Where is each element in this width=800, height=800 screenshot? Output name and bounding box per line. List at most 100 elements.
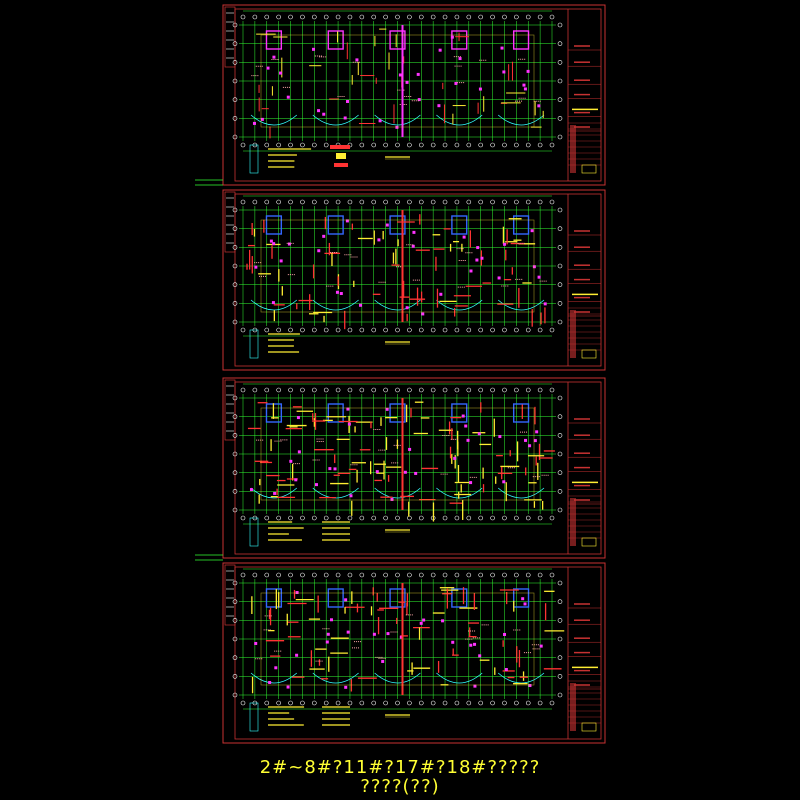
column-marker xyxy=(500,46,504,50)
axis-bubble-icon xyxy=(232,618,238,623)
drawing-sheet-1 xyxy=(222,4,606,186)
stair-core xyxy=(389,215,406,235)
column-marker xyxy=(272,55,276,59)
axis-bubble-icon xyxy=(502,199,507,205)
axis-bubble-icon xyxy=(371,700,377,706)
axis-bubble-icon xyxy=(557,41,563,46)
axis-bubble-icon xyxy=(454,327,460,333)
axis-bubble-icon xyxy=(490,327,495,333)
balcony-curve xyxy=(436,299,483,311)
axis-bubble-icon xyxy=(323,515,329,521)
axis-bubble-icon xyxy=(232,97,238,102)
axis-bubble-icon xyxy=(335,515,341,521)
axis-bubble-icon xyxy=(557,116,563,121)
column-marker xyxy=(347,422,351,426)
axis-bubble-icon xyxy=(276,14,281,20)
axis-bubble-icon xyxy=(371,387,377,393)
axis-bubble-icon xyxy=(312,199,317,205)
axis-bubble-icon xyxy=(490,387,495,393)
balcony-curve xyxy=(374,299,421,311)
axis-bubble-icon xyxy=(323,14,329,20)
column-marker xyxy=(478,654,482,658)
column-marker xyxy=(385,407,389,411)
axis-bubble-icon xyxy=(252,387,258,393)
axis-bubble-icon xyxy=(264,387,270,393)
column-marker xyxy=(403,470,407,474)
balcony-curve xyxy=(374,114,421,126)
axis-bubble-icon xyxy=(232,580,238,586)
axis-bubble-icon xyxy=(323,327,329,333)
stair-detail-part xyxy=(330,145,350,149)
column-marker xyxy=(523,602,527,606)
stair-core xyxy=(389,30,406,50)
axis-bubble-icon xyxy=(478,700,483,706)
column-marker xyxy=(419,621,423,625)
axis-bubble-icon xyxy=(371,572,377,578)
column-marker xyxy=(533,439,537,443)
axis-bubble-icon xyxy=(264,14,270,20)
axis-bubble-icon xyxy=(557,60,563,65)
balcony-curve xyxy=(312,299,359,311)
drawing-sheets xyxy=(195,4,606,744)
axis-bubble-icon xyxy=(300,142,305,148)
axis-bubble-icon xyxy=(300,387,305,393)
stair-core xyxy=(512,588,530,608)
axis-bubble-icon xyxy=(240,700,246,706)
axis-bubble-icon xyxy=(490,515,495,521)
column-marker xyxy=(377,238,381,242)
drawing-set-subtitle: ????(??) xyxy=(360,776,440,797)
column-marker xyxy=(398,73,402,77)
column-marker xyxy=(381,659,385,663)
column-marker xyxy=(287,242,291,246)
stamp-column xyxy=(570,310,576,358)
column-marker xyxy=(537,104,541,108)
column-marker xyxy=(535,430,539,434)
column-marker xyxy=(454,81,458,85)
axis-bubble-icon xyxy=(383,515,388,521)
axis-bubble-icon xyxy=(537,14,543,20)
column-marker xyxy=(532,265,536,269)
column-marker xyxy=(464,424,468,428)
axis-bubble-icon xyxy=(288,142,293,148)
column-marker xyxy=(412,230,416,234)
column-marker xyxy=(502,70,506,74)
axis-bubble-icon xyxy=(490,142,495,148)
axis-bubble-icon xyxy=(276,387,281,393)
column-marker xyxy=(414,471,418,475)
sheet-outer-frame xyxy=(222,189,606,371)
column-marker xyxy=(523,87,527,91)
axis-bubble-icon xyxy=(264,199,270,205)
column-marker xyxy=(462,235,466,239)
column-marker xyxy=(286,95,290,99)
axis-bubble-icon xyxy=(288,700,293,706)
stair-core xyxy=(265,588,283,608)
column-marker xyxy=(314,483,318,487)
axis-bubble-icon xyxy=(359,142,365,148)
axis-bubble-icon xyxy=(514,387,519,393)
column-marker xyxy=(272,242,276,246)
axis-bubble-icon xyxy=(514,14,519,20)
column-marker xyxy=(269,239,273,243)
axis-bubble-icon xyxy=(288,387,293,393)
column-marker xyxy=(528,444,532,448)
drawing-sheet-2 xyxy=(222,189,606,371)
axis-bubble-icon xyxy=(418,142,424,148)
column-marker xyxy=(439,292,443,296)
axis-bubble-icon xyxy=(418,515,424,521)
axis-bubble-icon xyxy=(537,142,543,148)
axis-bubble-icon xyxy=(490,14,495,20)
axis-bubble-icon xyxy=(557,207,563,213)
axis-bubble-icon xyxy=(264,700,270,706)
axis-bubble-icon xyxy=(300,199,305,205)
axis-bubble-icon xyxy=(466,327,472,333)
axis-bubble-icon xyxy=(549,327,555,333)
axis-bubble-icon xyxy=(502,142,507,148)
axis-bubble-icon xyxy=(264,572,270,578)
axis-bubble-icon xyxy=(232,22,238,28)
binding-strip xyxy=(224,379,236,441)
column-marker xyxy=(343,116,347,120)
axis-bubble-icon xyxy=(442,14,448,20)
stair-core xyxy=(327,588,344,608)
axis-bubble-icon xyxy=(549,199,555,205)
column-marker xyxy=(273,491,277,495)
